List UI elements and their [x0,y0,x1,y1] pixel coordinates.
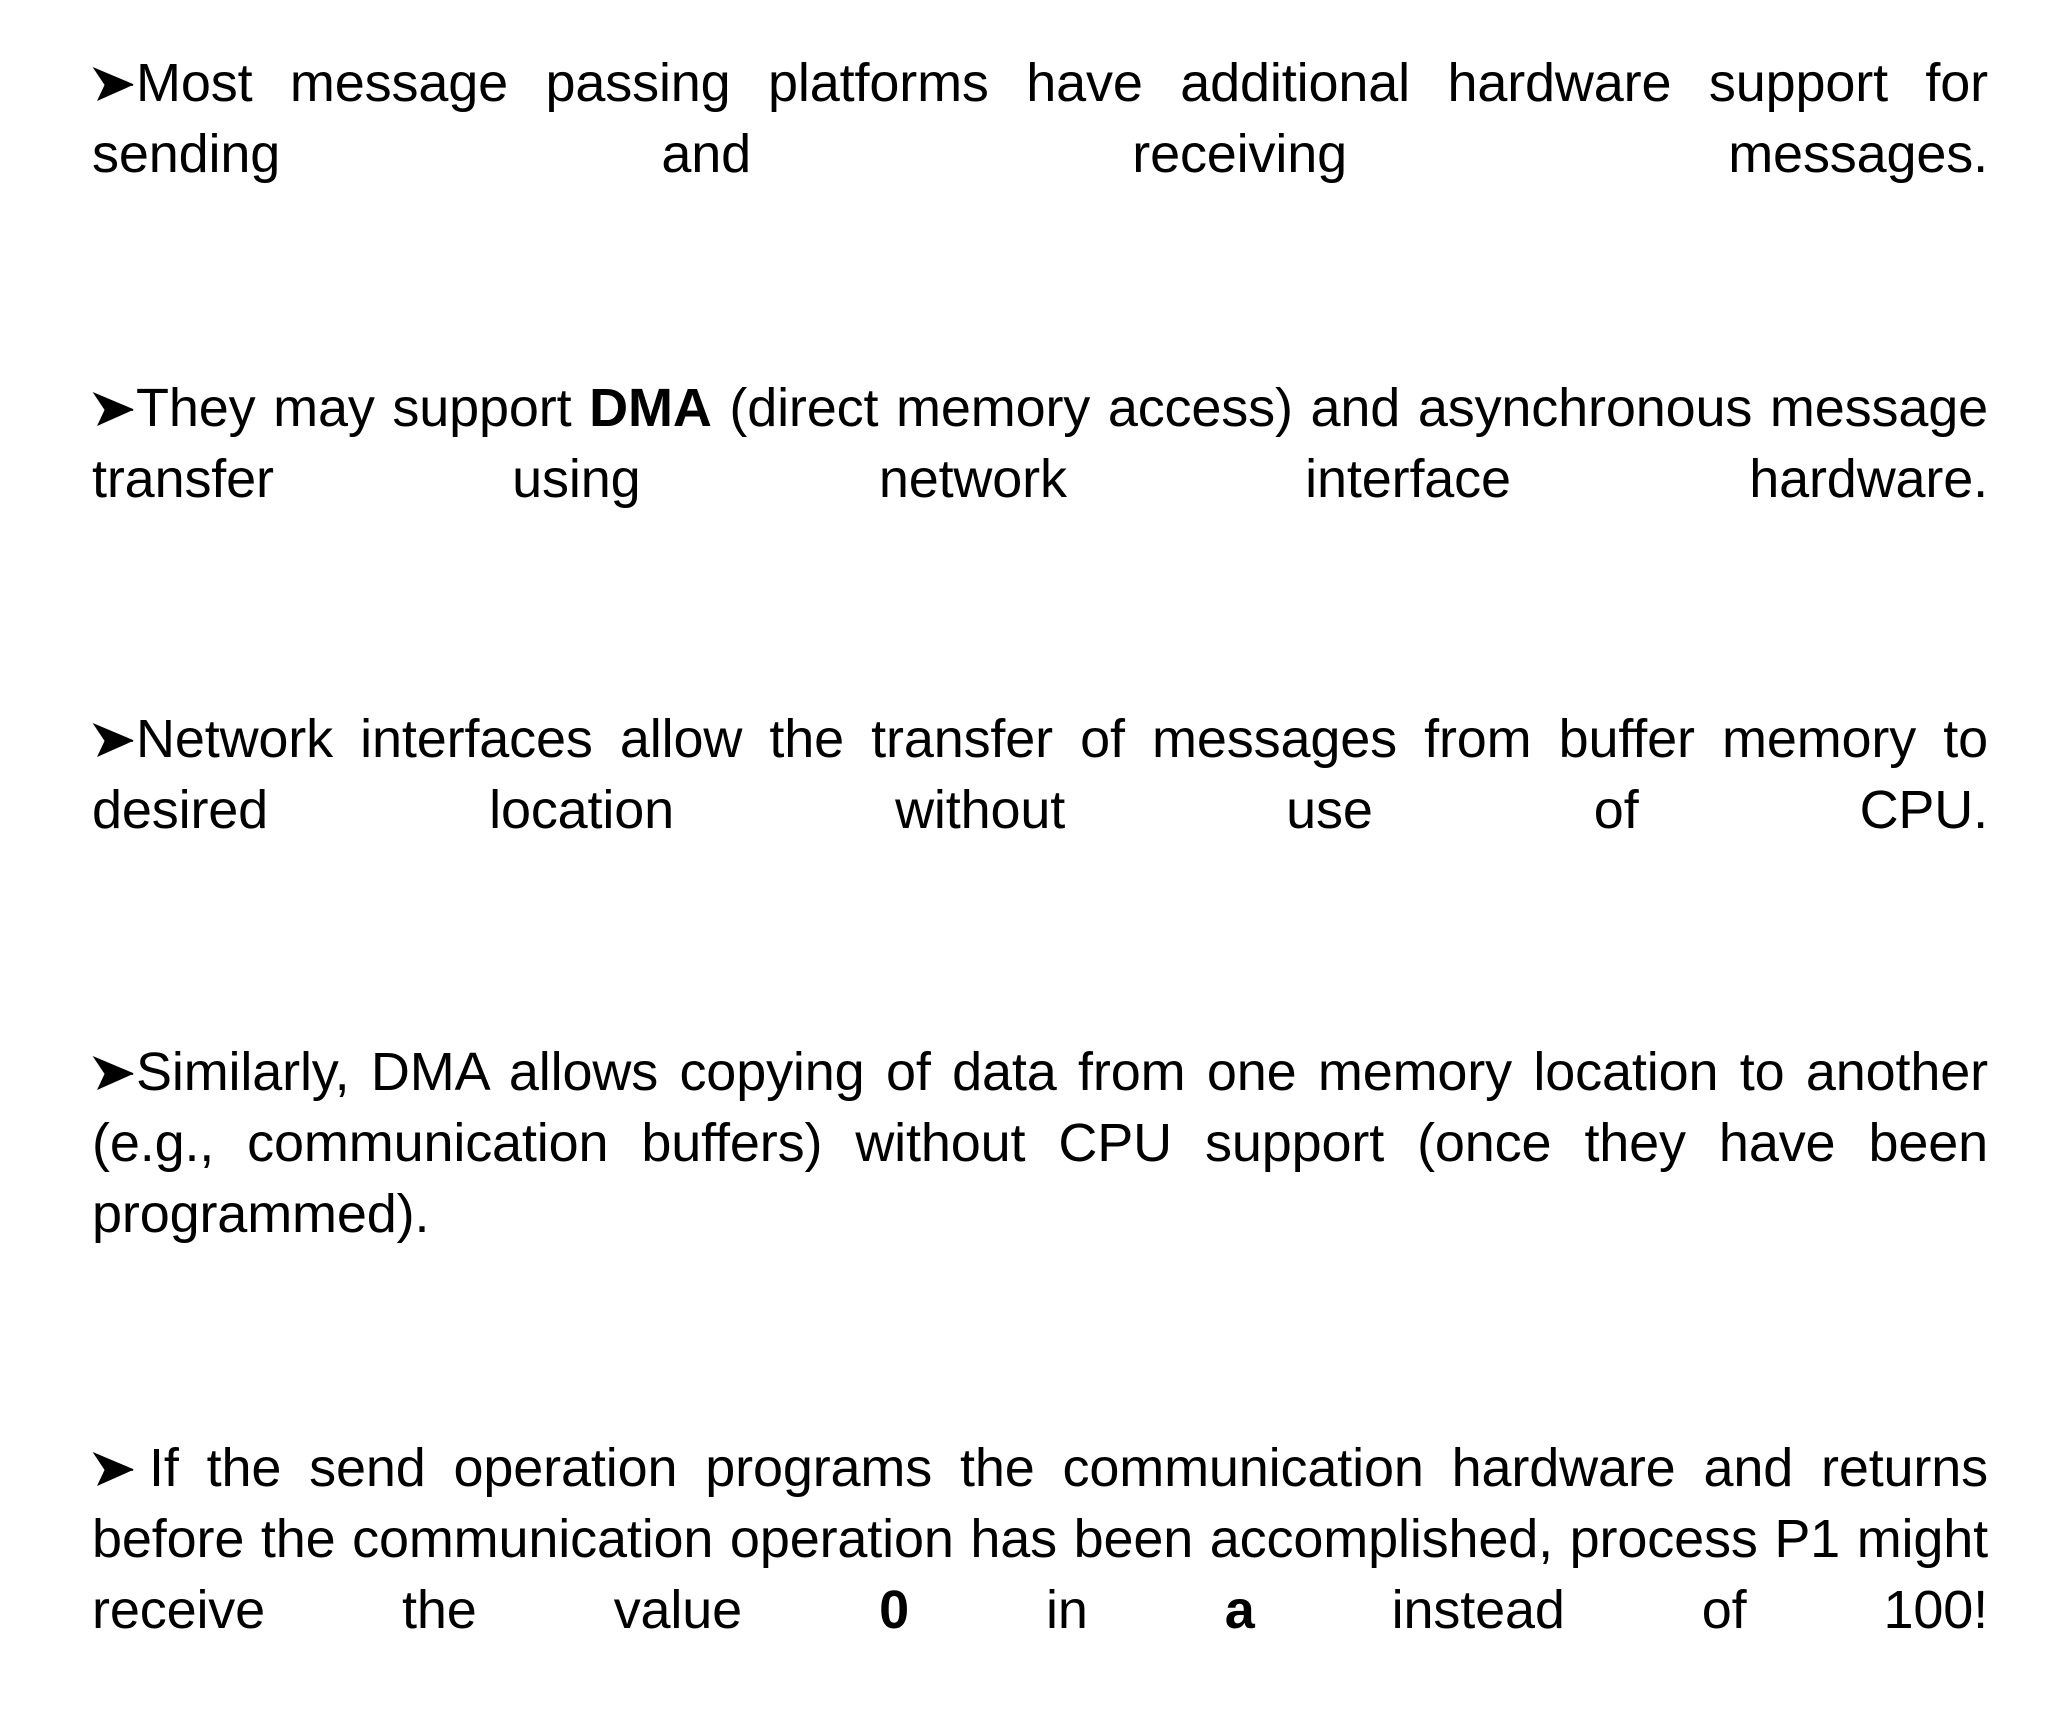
paragraph-5-emphasis-variable-a: a [1224,1580,1255,1640]
paragraph-5-text-part-3: instead of 100! [1254,1580,1989,1640]
arrowhead-bullet-icon [92,1450,136,1490]
paragraph-2-text-part-1: They may support [136,378,590,438]
bullet-paragraph-2: They may support DMA (direct memory acce… [92,373,1988,586]
arrowhead-bullet-icon [92,1054,136,1094]
arrowhead-bullet-icon [92,65,136,105]
bullet-paragraph-3: Network interfaces allow the transfer of… [92,704,1988,917]
bullet-paragraph-5: If the send operation programs the commu… [92,1433,1988,1717]
paragraph-5-text-part-2: in [908,1580,1225,1640]
paragraph-2-text-part-2: (direct memory access) and asynchronous … [92,378,1988,509]
paragraph-1-text: Most message passing platforms have addi… [92,53,1988,184]
arrowhead-bullet-icon [92,721,136,761]
slide-body-text-block: Most message passing platforms have addi… [92,48,1988,1717]
paragraph-4-text: Similarly, DMA allows copying of data fr… [92,1042,1988,1244]
paragraph-gap-2 [92,586,1988,704]
paragraph-2-emphasis-dma: DMA [589,378,712,438]
arrowhead-bullet-icon [92,390,136,430]
bullet-paragraph-1: Most message passing platforms have addi… [92,48,1988,261]
paragraph-gap-1 [92,261,1988,373]
paragraph-gap-3 [92,917,1988,1037]
paragraph-5-emphasis-zero: 0 [879,1580,909,1640]
slide-canvas: Most message passing platforms have addi… [92,53,1989,1640]
paragraph-gap-4 [92,1321,1988,1433]
paragraph-3-text: Network interfaces allow the transfer of… [92,709,1988,840]
bullet-paragraph-4: Similarly, DMA allows copying of data fr… [92,1037,1988,1321]
